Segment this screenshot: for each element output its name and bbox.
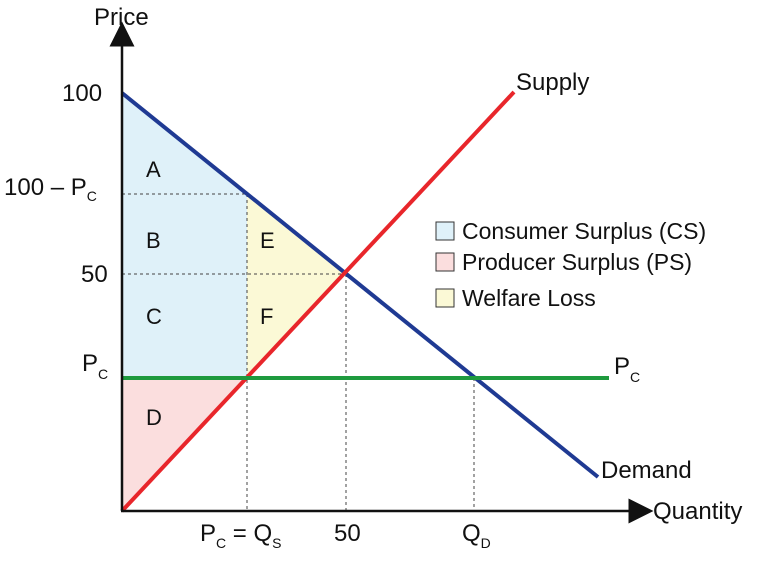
legend: Consumer Surplus (CS) Producer Surplus (… — [435, 218, 706, 311]
region-f-label: F — [260, 304, 273, 329]
guide-lines — [122, 193, 475, 511]
region-c-label: C — [146, 304, 162, 329]
demand-curve — [120, 91, 600, 479]
price-ceiling-label: PC — [614, 353, 640, 385]
y-tick-50: 50 — [81, 261, 108, 288]
y-axis-title: Price — [94, 4, 149, 31]
y-tick-pc: PC — [82, 350, 108, 382]
consumer-surplus-area — [122, 93, 247, 378]
legend-swatch-ps — [435, 252, 455, 272]
x-axis-title: Quantity — [653, 498, 742, 525]
region-a-label: A — [146, 157, 161, 182]
legend-swatch-welfare-loss — [435, 288, 455, 308]
legend-label-ps: Producer Surplus (PS) — [462, 249, 692, 275]
legend-label-cs: Consumer Surplus (CS) — [462, 218, 706, 244]
welfare-loss-area — [247, 194, 346, 378]
region-e-label: E — [260, 228, 275, 253]
y-tick-100-minus-pc: 100 – PC — [4, 174, 97, 204]
x-tick-50: 50 — [334, 520, 361, 547]
supply-curve — [120, 90, 516, 513]
legend-swatch-cs — [435, 221, 455, 241]
demand-label: Demand — [601, 457, 692, 484]
x-tick-pc-equals-qs: PC = QS — [200, 520, 282, 551]
region-b-label: B — [146, 228, 161, 253]
x-tick-qd: QD — [462, 520, 491, 551]
legend-label-welfare-loss: Welfare Loss — [462, 285, 596, 311]
supply-label: Supply — [516, 69, 589, 96]
region-d-label: D — [146, 405, 162, 430]
y-tick-100: 100 — [62, 80, 102, 107]
